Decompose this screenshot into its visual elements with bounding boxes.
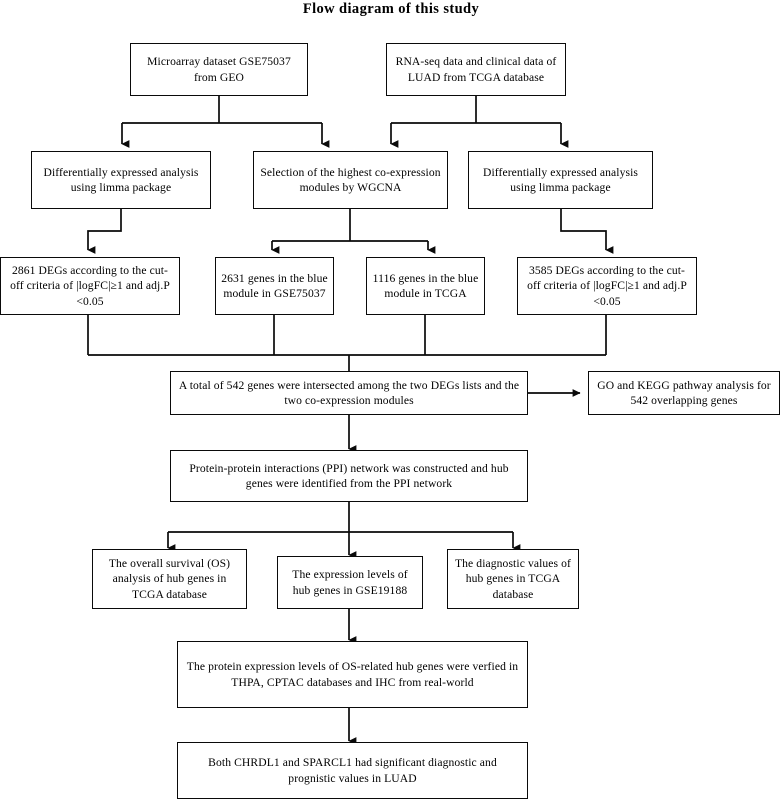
page-title: Flow diagram of this study [302,1,480,17]
node-os-analysis[interactable]: The overall survival (OS) analysis of hu… [92,549,247,609]
node-expression-levels[interactable]: The expression levels of hub genes in GS… [277,556,423,609]
node-tcga-dataset[interactable]: RNA-seq data and clinical data of LUAD f… [386,43,566,96]
node-degs-2861-label: 2861 DEGs according to the cut-off crite… [10,263,170,308]
node-degs-3585-label: 3585 DEGs according to the cut-off crite… [527,263,687,308]
node-deg-limma-left-label: Differentially expressed analysis using … [43,165,199,194]
node-degs-2861[interactable]: 2861 DEGs according to the cut-off crite… [0,257,180,315]
node-degs-3585[interactable]: 3585 DEGs according to the cut-off crite… [517,257,697,315]
node-deg-limma-right[interactable]: Differentially expressed analysis using … [468,151,653,209]
node-genes-2631-label: 2631 genes in the blue module in GSE7503… [221,271,328,300]
node-wgcna[interactable]: Selection of the highest co-expression m… [253,151,448,209]
node-diagnostic-values[interactable]: The diagnostic values of hub genes in TC… [447,549,579,609]
node-wgcna-label: Selection of the highest co-expression m… [260,165,441,194]
node-ppi-label: Protein-protein interactions (PPI) netwo… [189,461,509,490]
node-go-kegg[interactable]: GO and KEGG pathway analysis for 542 ove… [588,371,780,415]
node-intersection-label: A total of 542 genes were intersected am… [178,378,520,407]
node-geo-dataset-label: Microarray dataset GSE75037 from GEO [147,55,291,84]
node-ppi[interactable]: Protein-protein interactions (PPI) netwo… [170,450,528,502]
node-go-kegg-label: GO and KEGG pathway analysis for 542 ove… [597,378,771,407]
node-expression-levels-label: The expression levels of hub genes in GS… [292,568,408,597]
node-conclusion[interactable]: Both CHRDL1 and SPARCL1 had significant … [177,742,528,799]
node-tcga-dataset-label: RNA-seq data and clinical data of LUAD f… [395,55,557,84]
node-geo-dataset[interactable]: Microarray dataset GSE75037 from GEO [130,43,308,96]
node-protein-validation[interactable]: The protein expression levels of OS-rela… [177,641,528,708]
node-protein-validation-label: The protein expression levels of OS-rela… [186,660,519,689]
node-conclusion-label: Both CHRDL1 and SPARCL1 had significant … [208,756,497,785]
node-intersection[interactable]: A total of 542 genes were intersected am… [170,371,528,415]
node-deg-limma-right-label: Differentially expressed analysis using … [482,165,639,194]
node-genes-2631[interactable]: 2631 genes in the blue module in GSE7503… [215,257,334,315]
node-os-analysis-label: The overall survival (OS) analysis of hu… [108,556,231,601]
node-deg-limma-left[interactable]: Differentially expressed analysis using … [31,151,211,209]
node-genes-1116[interactable]: 1116 genes in the blue module in TCGA [366,257,485,315]
node-diagnostic-values-label: The diagnostic values of hub genes in TC… [454,556,572,601]
node-genes-1116-label: 1116 genes in the blue module in TCGA [372,271,479,300]
